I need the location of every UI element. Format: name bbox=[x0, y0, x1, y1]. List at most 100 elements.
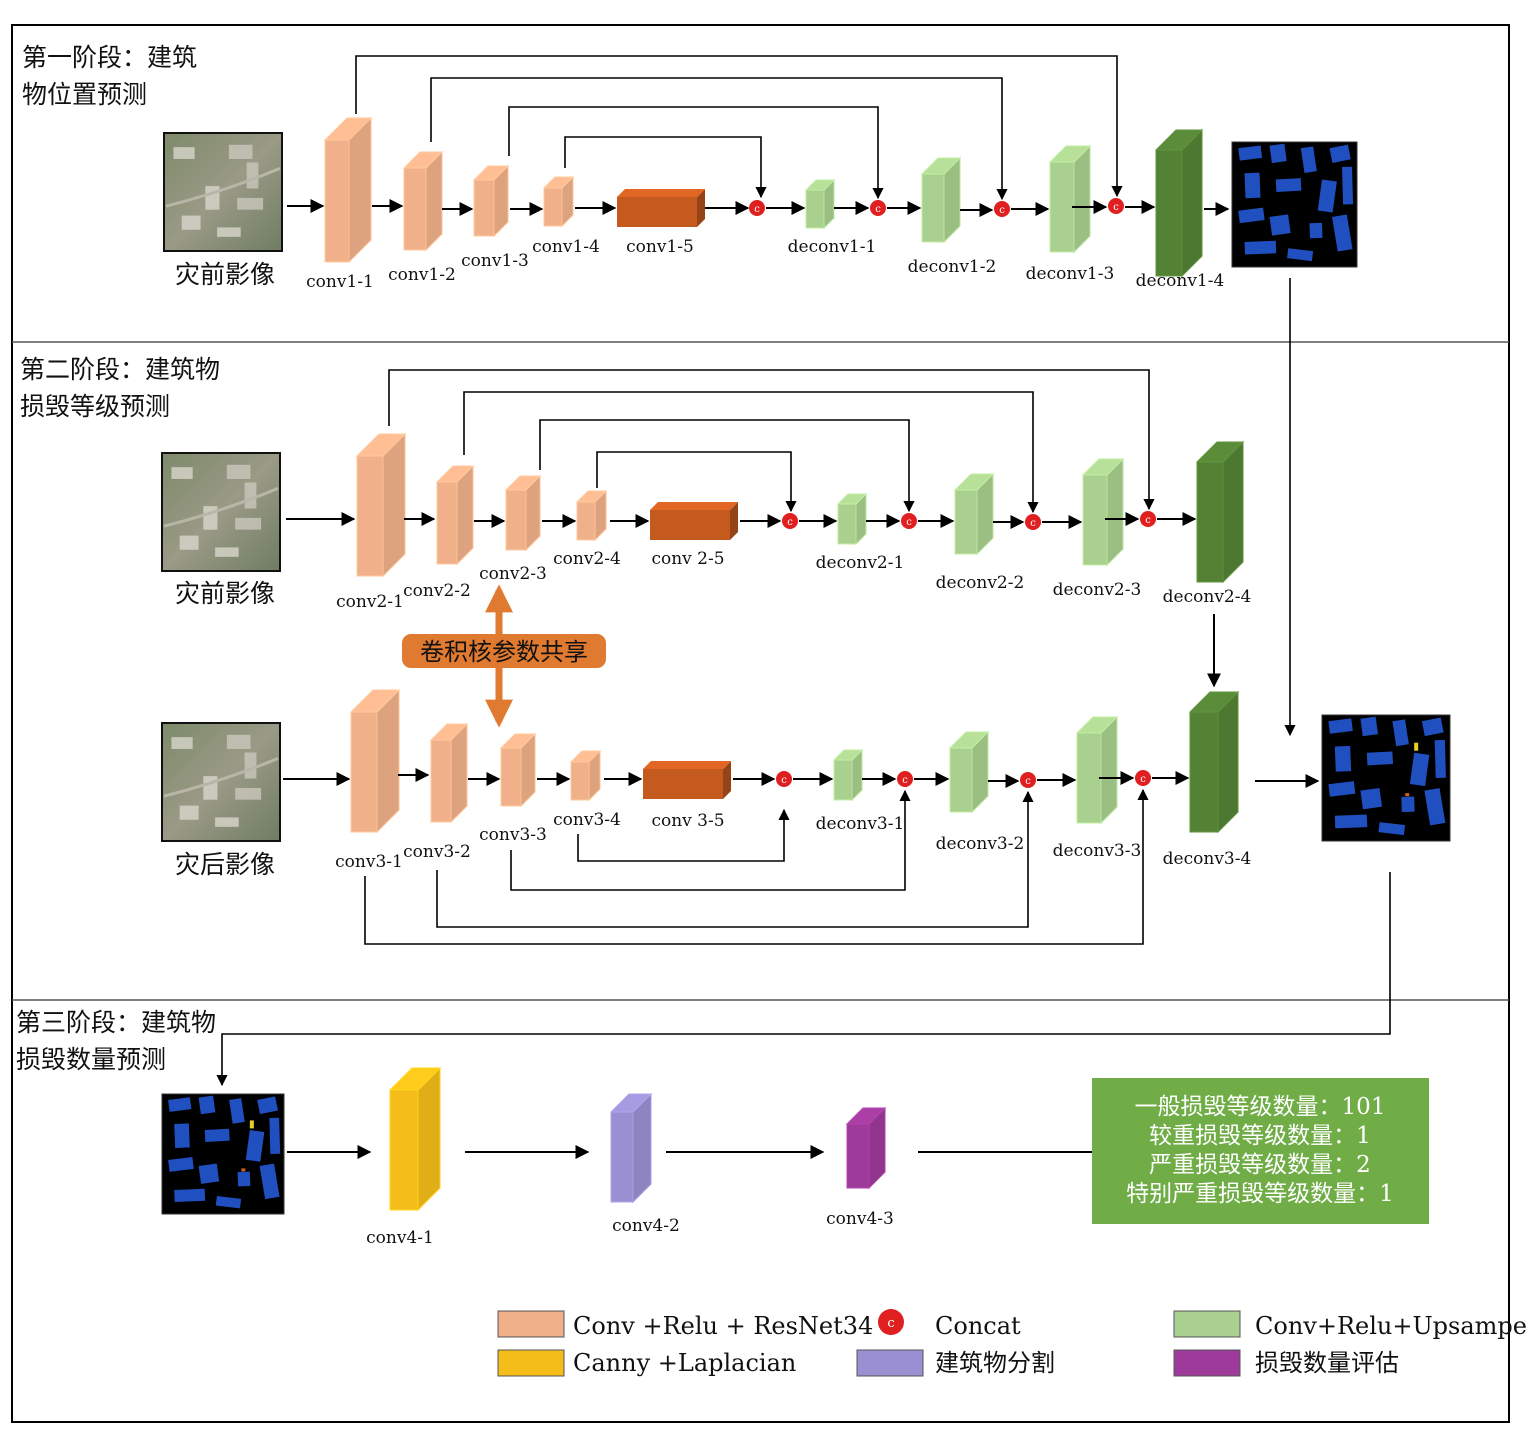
building-map-r1-building bbox=[1332, 214, 1353, 252]
skip-r2-2 bbox=[463, 391, 1039, 514]
damage-map-building bbox=[1421, 717, 1444, 737]
deconv-block-r2-2 bbox=[953, 472, 995, 556]
bottleneck-r2-side bbox=[730, 502, 738, 540]
post-image bbox=[161, 722, 281, 842]
pre-image-1-roof bbox=[246, 162, 259, 189]
concat-r2-1-dot bbox=[782, 513, 798, 529]
legend-concat-label: Concat bbox=[935, 1312, 1021, 1340]
concat-r2-4-symbol: c bbox=[1145, 515, 1151, 526]
deconv-label-r1-1: deconv1-1 bbox=[788, 237, 877, 257]
conv-label-r2-2: conv2-2 bbox=[403, 581, 471, 601]
conv-block-r1-1-top bbox=[323, 117, 373, 141]
conv4-3-block-front bbox=[846, 1123, 870, 1189]
deconv-block-r3-3-top bbox=[1075, 716, 1119, 734]
result-line-3: 严重损毁等级数量：2 bbox=[1149, 1152, 1371, 1178]
concat-r3-4-dot bbox=[1135, 770, 1151, 786]
conv-label-r2-4: conv2-4 bbox=[553, 549, 621, 569]
building-map-r1-building bbox=[1269, 214, 1291, 236]
result-box bbox=[1092, 1078, 1429, 1224]
building-map-r1-building bbox=[1342, 166, 1354, 205]
legend-canny-swatch bbox=[497, 1349, 565, 1377]
concat-r3-1-dot bbox=[776, 771, 792, 787]
pre-image-2 bbox=[161, 452, 281, 572]
skip-r3-3 bbox=[510, 789, 911, 891]
damage-map-building bbox=[1328, 718, 1353, 734]
building-map-r1 bbox=[1231, 141, 1358, 268]
bottleneck-r2 bbox=[650, 502, 738, 540]
conv-label-r2-3: conv2-3 bbox=[479, 564, 547, 584]
post-image-roof bbox=[215, 817, 239, 827]
conv-block-r2-4 bbox=[575, 489, 608, 542]
building-map-r1-building bbox=[1244, 240, 1277, 255]
conv-block-r1-2-front bbox=[403, 167, 427, 251]
deconv-label-r2-3: deconv2-3 bbox=[1053, 580, 1142, 600]
stage3-input-map-building bbox=[237, 1171, 251, 1187]
concat-r3-4-symbol: c bbox=[1140, 774, 1146, 785]
building-map-r1-building bbox=[1238, 145, 1263, 161]
conv-label-r3-2: conv3-2 bbox=[403, 842, 471, 862]
pre-image-1-roof bbox=[228, 144, 253, 159]
conv-block-r1-2-top bbox=[402, 151, 444, 169]
deconv-block-r2-3-side bbox=[1106, 457, 1124, 567]
concat-r1-3: c bbox=[994, 201, 1010, 217]
building-map-r1-building bbox=[1238, 207, 1265, 224]
deconv-block-r1-4-side bbox=[1181, 128, 1203, 278]
stage1-title: 第一阶段：建筑物位置预测 bbox=[22, 43, 197, 109]
conv-block-r3-4-top bbox=[569, 750, 602, 763]
building-map-r1-building bbox=[1244, 172, 1261, 199]
deconv-block-r2-4-side bbox=[1222, 440, 1244, 584]
damage-map-building bbox=[1334, 745, 1352, 772]
conv-block-r3-3-front bbox=[500, 747, 522, 807]
conv-block-r1-2 bbox=[402, 150, 444, 252]
legend-segment-label: 建筑物分割 bbox=[935, 1349, 1055, 1377]
legend-deconv-label: Conv+Relu+Upsampe bbox=[1255, 1312, 1527, 1340]
post-image-roof bbox=[244, 752, 257, 779]
building-map-r1-building bbox=[1275, 178, 1302, 192]
concat-r1-4-dot bbox=[1108, 198, 1124, 214]
deconv-block-r1-1 bbox=[804, 178, 836, 230]
stage3-input-map-building bbox=[174, 1188, 206, 1202]
deconv-label-r1-4: deconv1-4 bbox=[1136, 271, 1225, 291]
damage-map-building bbox=[1328, 781, 1356, 797]
deconv-block-r3-3 bbox=[1075, 715, 1119, 825]
deconv-block-r3-1-top bbox=[832, 749, 864, 761]
stage3-title-line2: 损毁数量预测 bbox=[16, 1045, 166, 1074]
concat-r1-4-symbol: c bbox=[1113, 202, 1119, 213]
conv-block-r1-4-top bbox=[542, 176, 575, 189]
building-map-r1-building bbox=[1329, 144, 1351, 163]
conv-block-r3-2-side bbox=[450, 722, 468, 824]
stage3-input-map-damage-mark bbox=[249, 1120, 254, 1129]
skip-r3-1 bbox=[364, 788, 1149, 945]
conv4-1-label: conv4-1 bbox=[366, 1228, 434, 1248]
deconv-block-r2-4-front bbox=[1196, 461, 1224, 583]
skip-r1-3 bbox=[508, 106, 884, 200]
deconv-block-r1-2 bbox=[920, 156, 962, 244]
conv4-1-block bbox=[388, 1066, 442, 1212]
deconv-block-r3-1 bbox=[832, 748, 864, 802]
conv-block-r2-2-top bbox=[435, 465, 475, 483]
pre-image-1-roof bbox=[181, 215, 201, 230]
deconv-block-r3-4-top bbox=[1188, 691, 1240, 713]
concat-r1-2-dot bbox=[870, 200, 886, 216]
deconv-label-r1-3: deconv1-3 bbox=[1026, 264, 1115, 284]
damage-map-damage-mark bbox=[1405, 793, 1410, 797]
damage-map-building bbox=[1401, 796, 1415, 813]
conv-block-r2-4-top bbox=[575, 490, 608, 503]
damage-map-building bbox=[1334, 814, 1368, 829]
post-image-roof bbox=[235, 787, 262, 800]
concat-r2-3-symbol: c bbox=[1030, 518, 1036, 529]
conv-block-r2-3 bbox=[504, 474, 542, 552]
concat-r1-1: c bbox=[749, 200, 765, 216]
conv-block-r1-3 bbox=[472, 164, 510, 238]
share-label-box bbox=[402, 634, 606, 668]
legend-segment-swatch bbox=[856, 1349, 924, 1377]
conv-block-r2-4-front bbox=[576, 501, 596, 541]
concat-r3-3-symbol: c bbox=[1025, 776, 1031, 787]
conv-block-r1-3-top bbox=[472, 165, 510, 181]
legend-concat-symbol: c bbox=[887, 1316, 894, 1331]
skip-r2-4 bbox=[596, 451, 797, 513]
conv-label-r3-4: conv3-4 bbox=[553, 810, 621, 830]
pre-image-1-roof bbox=[205, 186, 220, 210]
stage3-input-map bbox=[161, 1093, 285, 1215]
conv-block-r3-3-top bbox=[499, 733, 537, 749]
